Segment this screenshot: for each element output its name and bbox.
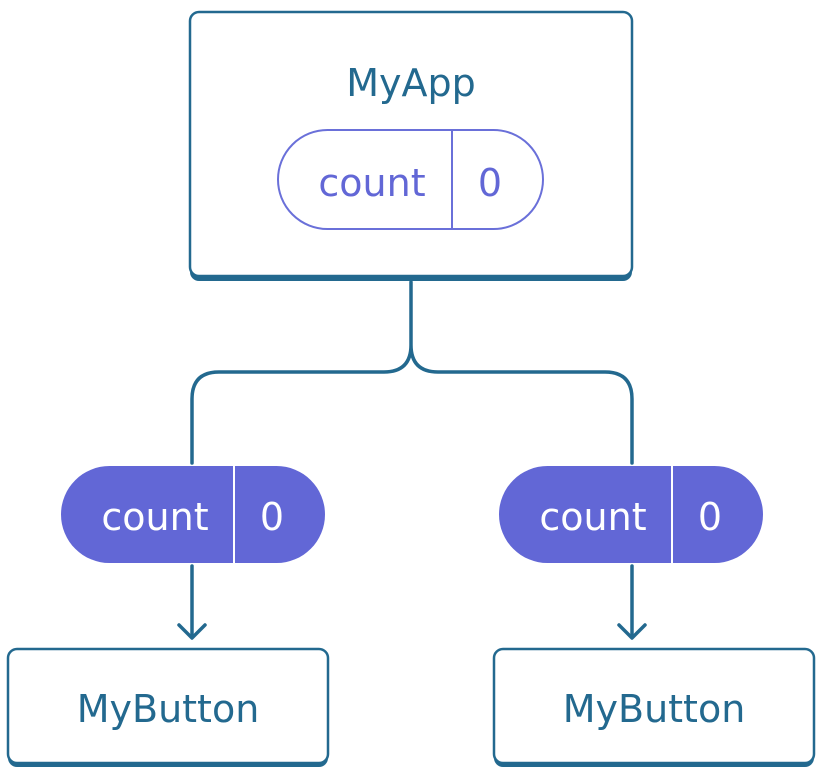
right-prop-value: 0 xyxy=(698,495,722,539)
left-prop-label: count xyxy=(101,495,208,539)
myapp-component: MyApp count 0 xyxy=(188,10,634,281)
mybutton-component-left: MyButton xyxy=(6,647,330,767)
left-prop-value: 0 xyxy=(260,495,284,539)
right-arrow xyxy=(617,564,647,640)
right-prop-label: count xyxy=(539,495,646,539)
left-arrow xyxy=(177,564,207,640)
myapp-state-pill: count 0 xyxy=(277,129,544,230)
left-prop-pill: count 0 xyxy=(61,466,325,563)
myapp-state-value: 0 xyxy=(478,161,502,205)
myapp-title: MyApp xyxy=(346,61,476,105)
myapp-state-label: count xyxy=(318,161,425,205)
mybutton-right-title: MyButton xyxy=(563,687,746,731)
mybutton-component-right: MyButton xyxy=(492,647,816,767)
tree-connector xyxy=(190,280,634,465)
mybutton-left-title: MyButton xyxy=(77,687,260,731)
right-prop-pill: count 0 xyxy=(499,466,763,563)
